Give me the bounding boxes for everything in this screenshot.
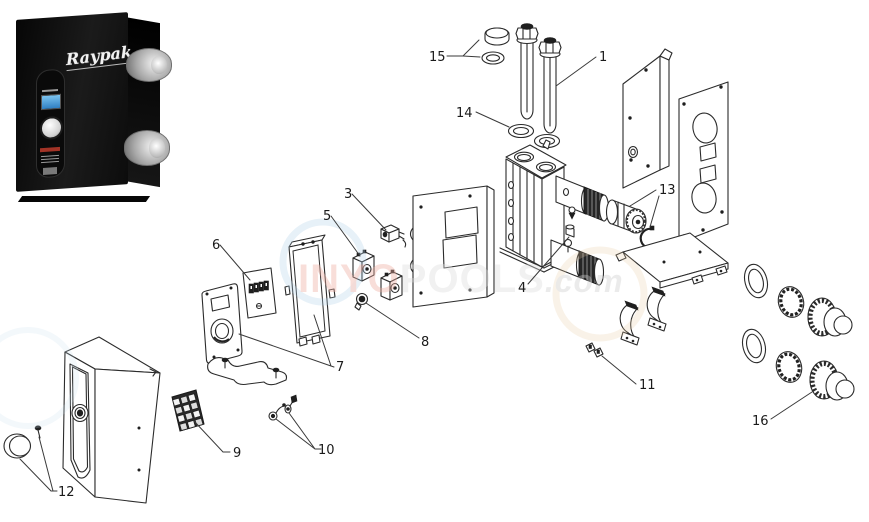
part-drain-cap [481, 27, 510, 65]
callouts: 15 1 14 3 5 6 7 8 4 13 11 9 10 12 16 [58, 50, 769, 500]
part-heating-elements [515, 23, 562, 134]
pipe-fitting-top [126, 48, 172, 82]
watermark-swirl-corner [0, 327, 79, 429]
callout-12: 12 [58, 485, 75, 500]
part-enclosure-panel [622, 48, 729, 244]
callout-6: 6 [212, 238, 220, 253]
part-element-gaskets [507, 123, 561, 149]
part-control-panel-assembly [201, 234, 336, 386]
part-thermostat-switches [352, 249, 403, 301]
part-knob-and-screw [3, 425, 42, 459]
part-terminal-block [171, 389, 205, 432]
part-pipe-clamps [619, 286, 667, 346]
callout-4: 4 [518, 281, 526, 296]
callout-9: 9 [233, 446, 241, 461]
product-photo: Raypak [12, 6, 176, 202]
part-grommet [354, 292, 369, 311]
callout-11: 11 [639, 378, 656, 393]
callout-10: 10 [318, 443, 335, 458]
watermark: INYOPOOLS.com [0, 218, 648, 429]
part-terminal-board [242, 267, 277, 319]
callout-7: 7 [336, 360, 344, 375]
pipe-fitting-bottom [124, 130, 170, 166]
part-front-cover [62, 336, 161, 504]
callout-5: 5 [323, 209, 331, 224]
part-limit-switch [380, 224, 407, 248]
callout-14: 14 [456, 106, 473, 121]
callout-3: 3 [344, 187, 352, 202]
part-mounting-bracket [409, 185, 495, 308]
watermark-swirl-right [552, 246, 648, 342]
callout-8: 8 [421, 335, 429, 350]
part-union-nuts [741, 263, 855, 401]
leader-lines [19, 39, 813, 492]
part-retainer-clips [585, 342, 604, 358]
callout-16: 16 [752, 414, 769, 429]
part-heat-exchanger [499, 139, 610, 286]
callout-13: 13 [659, 183, 676, 198]
callout-1: 1 [599, 50, 607, 65]
part-union-adapter [605, 199, 660, 249]
part-shelf-bracket [615, 232, 729, 289]
part-sensors [268, 394, 298, 421]
callout-15: 15 [429, 50, 446, 65]
watermark-swirl-left [279, 218, 367, 306]
watermark-text: INYOPOOLS.com [298, 257, 624, 301]
